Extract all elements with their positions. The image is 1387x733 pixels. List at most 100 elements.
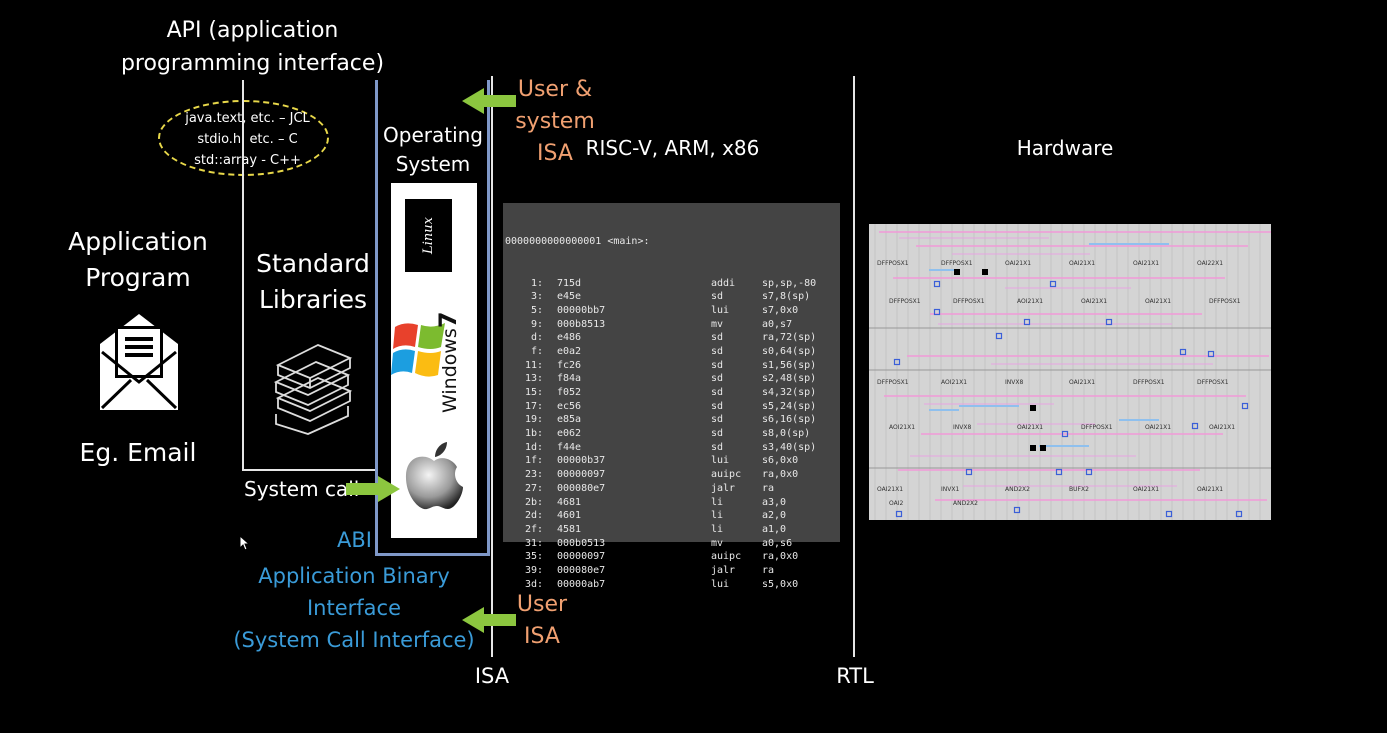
asm-opcode-hex: 4681	[557, 496, 582, 508]
isa-bottom-label: ISA	[474, 664, 510, 688]
user-system-isa-arrow	[462, 88, 516, 114]
layout-cell-label: OAI21X1	[877, 486, 904, 493]
abi-label: ABI	[337, 528, 372, 552]
assembly-row: 2b: 4681 li a3,0	[505, 496, 840, 510]
os-line1: Operating	[383, 123, 483, 147]
asm-mnemonic: sd	[711, 291, 724, 303]
libraries-line1: Standard	[256, 249, 370, 278]
layout-cell-label: DFFPOSX1	[877, 379, 909, 386]
asm-opcode-hex: 00000097	[557, 551, 606, 563]
layout-cell-label: OAI21X1	[1005, 260, 1032, 267]
layout-cell-label: INVX1	[941, 486, 960, 493]
system-call-label: System call	[244, 477, 360, 501]
application-program-label: Application Program	[60, 224, 216, 296]
asm-mnemonic: jalr	[711, 482, 736, 494]
asm-offset: 2b:	[524, 496, 543, 508]
user-isa-label: User ISA	[510, 589, 574, 653]
asm-operands: s3,40(sp)	[762, 441, 817, 453]
via-contact	[1179, 348, 1187, 356]
user-isa-line1: User	[516, 592, 568, 617]
envelope-document-icon	[98, 312, 180, 416]
asm-operands: s0,64(sp)	[762, 345, 817, 357]
asm-opcode-hex: 000080e7	[557, 564, 606, 576]
asm-opcode-hex: 4581	[557, 523, 582, 535]
layout-cell-label: AND2X2	[953, 500, 978, 507]
asm-opcode-hex: 000080e7	[557, 482, 606, 494]
asm-offset: 23:	[524, 469, 543, 481]
asm-opcode-hex: 4601	[557, 510, 582, 522]
via-black	[954, 269, 960, 275]
asm-opcode-hex: fc26	[557, 359, 582, 371]
asm-operands: ra,0x0	[762, 469, 799, 481]
asm-offset: 5:	[530, 304, 543, 316]
abi-full-name: Application Binary Interface (System Cal…	[210, 560, 498, 656]
asm-offset: 35:	[524, 551, 543, 563]
asm-mnemonic: sd	[711, 332, 724, 344]
operating-system-label: Operating System	[378, 121, 488, 179]
abi-line2: Application Binary Interface	[258, 564, 450, 620]
asm-mnemonic: lui	[711, 304, 730, 316]
via-contact	[933, 308, 941, 316]
libraries-bottom-border	[242, 469, 375, 471]
asm-offset: 3:	[530, 291, 543, 303]
rtl-bottom-label: RTL	[836, 664, 874, 688]
user-isa-arrow	[462, 607, 516, 633]
asm-operands: s8,0(sp)	[762, 428, 811, 440]
asm-operands: a0,s6	[762, 537, 793, 549]
layout-cell-label: OAI22X1	[1197, 260, 1224, 267]
asm-mnemonic: sd	[711, 345, 724, 357]
via-contact	[1013, 506, 1021, 514]
asm-operands: ra	[762, 564, 775, 576]
isa-boundary-line	[491, 76, 493, 657]
user-system-isa-label: User & system ISA	[496, 74, 614, 170]
via-contact	[995, 332, 1003, 340]
asm-operands: s5,0x0	[762, 578, 799, 590]
asm-operands: s7,0x0	[762, 304, 799, 316]
via-contact	[1235, 510, 1243, 518]
abi-line3: (System Call Interface)	[233, 628, 475, 652]
libraries-left-border	[242, 80, 244, 470]
asm-offset: 13:	[524, 373, 543, 385]
assembly-header: 0000000000000001 <main>:	[505, 236, 650, 248]
asm-offset: 2d:	[524, 510, 543, 522]
via-black	[1030, 445, 1036, 451]
via-contact	[1207, 350, 1215, 358]
layout-cell-label: OAI21X1	[1145, 298, 1172, 305]
via-contact	[895, 510, 903, 518]
layout-cell-label: DFFPOSX1	[953, 298, 985, 305]
via-contact	[1023, 318, 1031, 326]
windows7-text: Windows7	[434, 311, 462, 413]
asm-mnemonic: li	[711, 523, 724, 535]
layout-cell-label: AND2X2	[1005, 486, 1030, 493]
asm-mnemonic: lui	[711, 455, 730, 467]
asm-operands: s6,16(sp)	[762, 414, 817, 426]
layout-cell-label: OAI21X1	[1069, 260, 1096, 267]
asm-offset: 39:	[524, 564, 543, 576]
asm-offset: 9:	[530, 318, 543, 330]
asm-mnemonic: sd	[711, 359, 724, 371]
via-black	[1030, 405, 1036, 411]
windows7-logo: Windows7	[391, 301, 477, 413]
rtl-boundary-line	[853, 76, 855, 657]
api-title: API (application programming interface)	[120, 14, 385, 80]
asm-mnemonic: li	[711, 496, 724, 508]
asm-operands: ra	[762, 482, 775, 494]
api-example-java: java.text, etc. – JCL	[185, 111, 310, 126]
asm-operands: a3,0	[762, 496, 787, 508]
layout-cell-label: OAI21X1	[1197, 486, 1224, 493]
layout-cell-label: OAI2	[889, 500, 904, 507]
asm-mnemonic: sd	[711, 400, 724, 412]
